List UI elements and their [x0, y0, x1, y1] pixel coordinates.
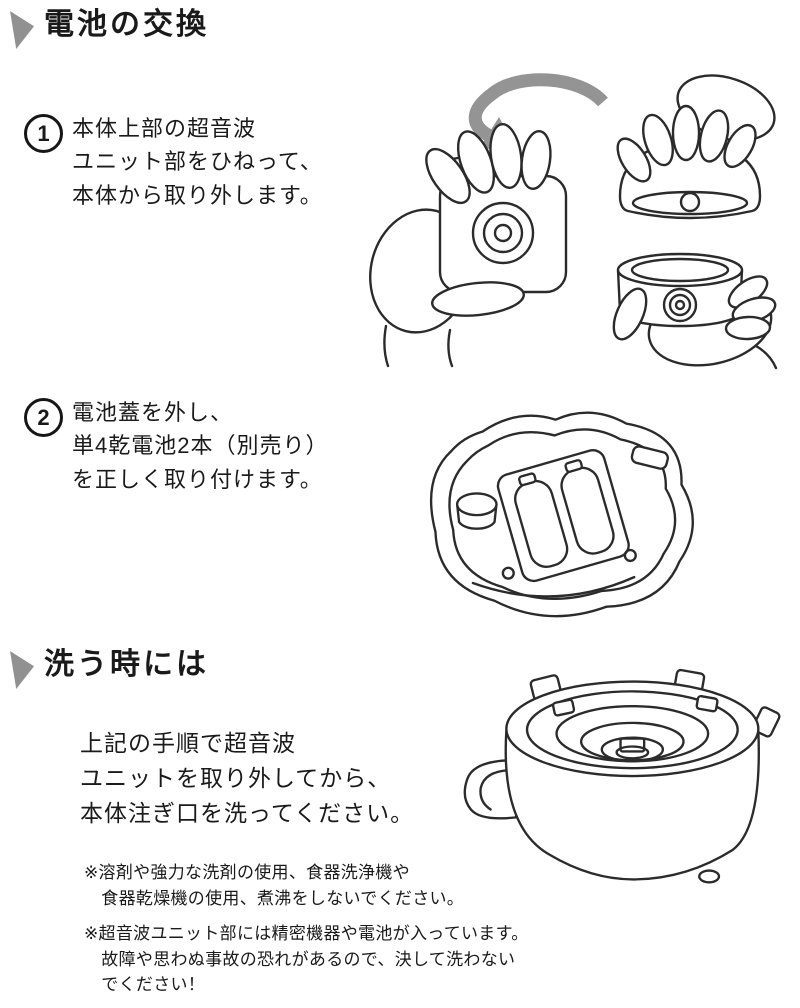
step-2-text: 電池蓋を外し、 単4乾電池2本（別売り） を正しく取り付けます。 — [72, 400, 329, 492]
section-marker-icon — [10, 11, 34, 49]
step-1-text: 本体上部の超音波 ユニット部をひねって、 本体から取り外します。 — [72, 116, 323, 208]
step-1-number: 1 — [24, 114, 63, 153]
step-2-number: 2 — [24, 398, 63, 437]
wash-section-title: 洗う時には — [44, 648, 209, 681]
caution-note-solvents: ※溶剤や強力な洗剤の使用、食器洗浄機や 食器乾燥機の使用、煮沸をしないでください… — [84, 863, 465, 908]
step-2: 2 電池蓋を外し、 単4乾電池2本（別売り） を正しく取り付けます。 — [24, 396, 328, 496]
tank-body-drawing — [463, 668, 781, 884]
battery-compartment-illustration — [392, 400, 722, 651]
battery-section-header: 電池の交換 — [10, 8, 209, 49]
tank-body-illustration — [455, 652, 790, 908]
caution-note-ultrasonic-unit: ※超音波ユニット部には精密機器や電池が入っています。 故障や思わぬ事故の恐れがあ… — [84, 924, 529, 994]
battery-section-title: 電池の交換 — [44, 8, 209, 41]
step-1: 1 本体上部の超音波 ユニット部をひねって、 本体から取り外します。 — [24, 112, 323, 212]
hands-twisting-illustration — [369, 73, 778, 370]
battery-compartment-drawing — [429, 411, 694, 618]
section-marker-icon — [10, 651, 34, 689]
twist-illustration — [358, 46, 793, 376]
wash-instructions-text: 上記の手順で超音波 ユニットを取り外してから、 本体注ぎ口を洗ってください。 — [80, 730, 415, 826]
wash-section-header: 洗う時には — [10, 648, 209, 689]
caution-notes: ※溶剤や強力な洗剤の使用、食器洗浄機や 食器乾燥機の使用、煮沸をしないでください… — [84, 860, 529, 1008]
